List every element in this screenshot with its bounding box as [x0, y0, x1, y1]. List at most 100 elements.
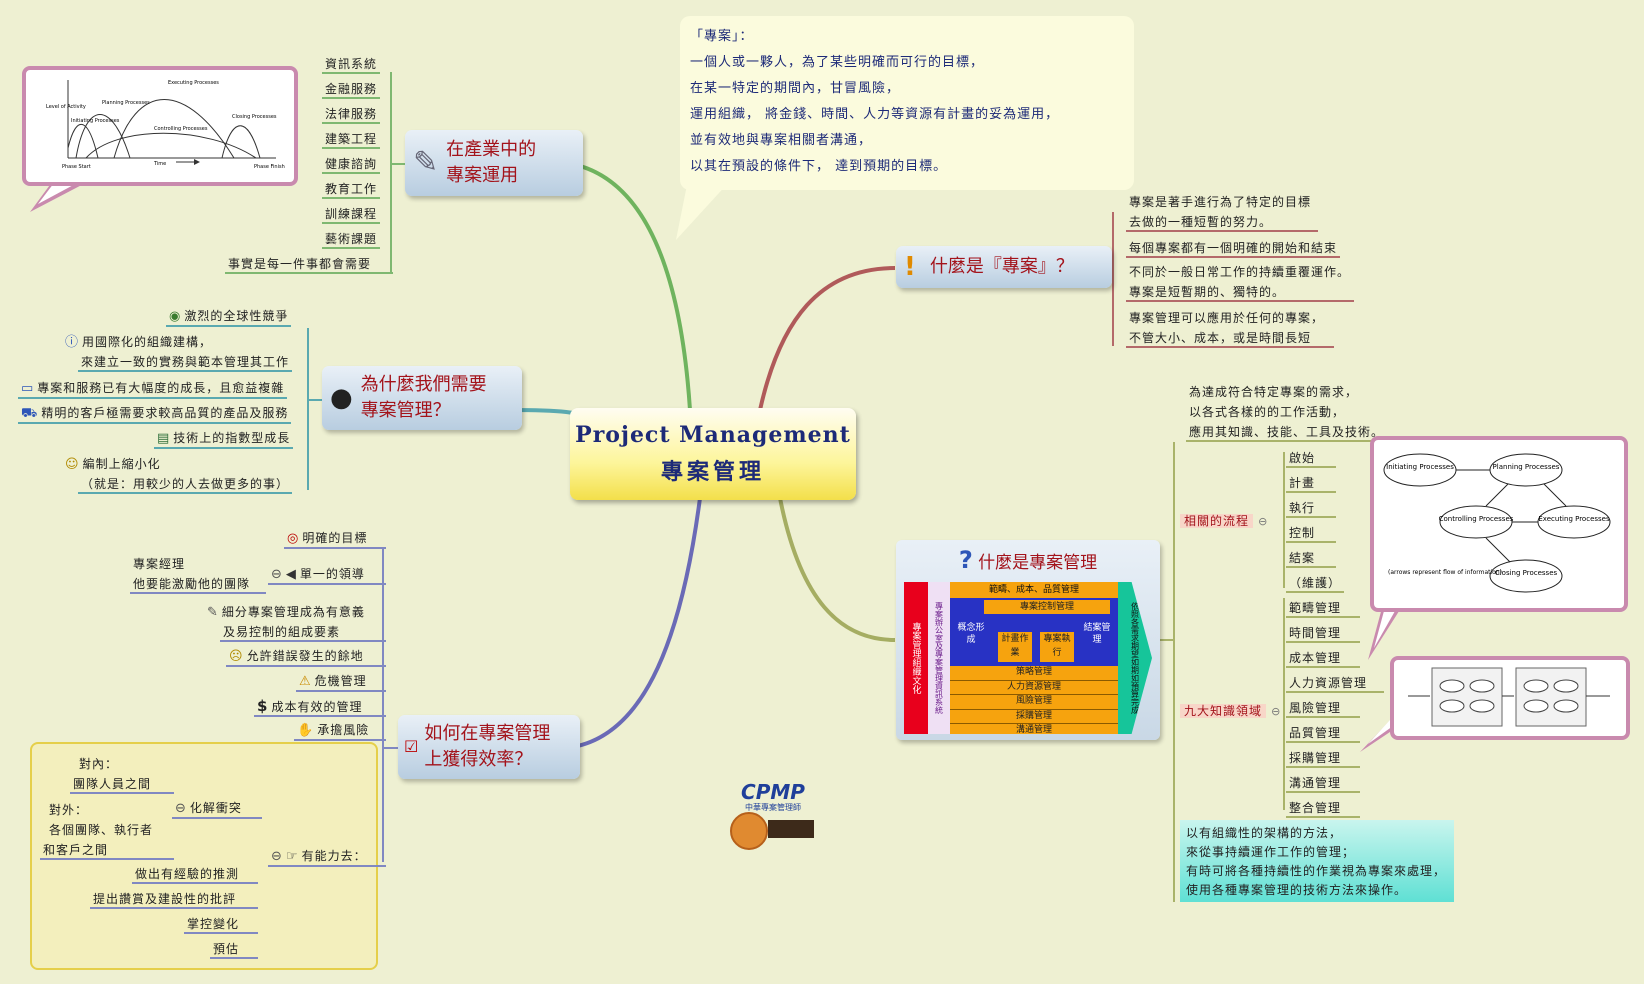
pm-band: 採購管理	[950, 710, 1118, 725]
process-item[interactable]: 結案	[1286, 550, 1336, 568]
checkbox-icon: ☑	[404, 737, 419, 756]
collapse-icon[interactable]: ⊖	[271, 567, 283, 582]
industry-item[interactable]: 事實是每一件事都會需要	[225, 256, 393, 274]
efficiency-item[interactable]: ◎明確的目標	[284, 530, 386, 549]
industry-item[interactable]: 教育工作	[322, 181, 381, 199]
efficiency-item[interactable]: ☹允許錯誤發生的餘地	[226, 648, 386, 667]
pm-office-column: 專案辦公室及專案管理資訊系統	[928, 582, 950, 734]
definition-callout: 「專案」： 一個人或一夥人，為了某些明確而可行的目標， 在某一特定的期間內，甘冒…	[680, 16, 1134, 190]
why-item-text: 用國際化的組織建構，	[82, 335, 213, 349]
process-flow-diagram: Initiating Processes Planning Processes …	[1383, 453, 1611, 593]
knowledge-item[interactable]: 整合管理	[1286, 800, 1360, 818]
process-item[interactable]: 執行	[1286, 500, 1336, 518]
topic-industry[interactable]: ✎ 在產業中的 專案運用	[405, 130, 583, 196]
conflict-node[interactable]: ⊖化解衝突	[172, 800, 262, 819]
industry-item[interactable]: 訓練課程	[322, 206, 381, 224]
why-item[interactable]: ▭專案和服務已有大幅度的成長，且愈益複雜	[18, 380, 288, 399]
why-item-text: 專案和服務已有大幅度的成長，且愈益複雜	[37, 381, 285, 395]
why-item-text: 精明的客戶極需要求較高品質的產品及服務	[41, 406, 289, 420]
why-item[interactable]: （就是：用較少的人去做更多的事）	[78, 476, 293, 494]
efficiency-item-text: 明確的目標	[302, 531, 368, 545]
pm-intro-line: 為達成符合特定專案的需求，	[1189, 385, 1359, 399]
efficiency-item[interactable]: ✎細分專案管理成為有意義	[204, 604, 368, 621]
processes-label: 相關的流程	[1180, 514, 1254, 528]
abilities-node[interactable]: ⊖☞有能力去：	[268, 848, 386, 867]
topic-efficiency[interactable]: ☑ 如何在專案管理 上獲得效率？	[398, 715, 580, 779]
globe-icon: ◉	[169, 309, 182, 324]
central-topic[interactable]: Project Management 專案管理	[570, 408, 856, 500]
knowledge-item[interactable]: 採購管理	[1286, 750, 1360, 768]
pm-control-band: 專案控制管理	[984, 600, 1110, 614]
pm-plan: 計畫作業	[998, 632, 1032, 662]
why-item[interactable]: 來建立一致的實務與範本管理其工作	[78, 354, 293, 372]
why-item[interactable]: ⛟精明的客戶極需要求較高品質的產品及服務	[18, 405, 292, 424]
industry-item[interactable]: 資訊系統	[322, 56, 381, 74]
topic-what-pm[interactable]: ? 什麼是專案管理 專案管理組織文化 專案辦公室及專案管理資訊系統 範疇、成本、…	[896, 540, 1160, 740]
why-item[interactable]: ☺編制上縮小化	[62, 456, 164, 473]
what-project-item: 專案是短暫期的、獨特的。	[1126, 284, 1354, 302]
efficiency-item[interactable]: 及易控制的組成要素	[220, 624, 386, 642]
why-item[interactable]: ◉激烈的全球性競爭	[166, 308, 292, 327]
what-project-item: 不同於一般日常工作的持續重覆運作。	[1129, 265, 1351, 279]
leader-label: 他要能激勵他的團隊	[130, 576, 266, 594]
edit-icon: ✎	[207, 605, 219, 620]
knowledge-item[interactable]: 範疇管理	[1286, 600, 1360, 618]
knowledge-item[interactable]: 人力資源管理	[1286, 675, 1384, 693]
knowledge-item[interactable]: 溝通管理	[1286, 775, 1360, 793]
definition-line: 「專案」：	[690, 29, 754, 44]
chart-label: Time	[153, 161, 166, 167]
definition-line: 並有效地與專案相關者溝通，	[690, 133, 873, 148]
industry-title-line2: 專案運用	[446, 165, 519, 186]
why-item[interactable]: ▤技術上的指數型成長	[154, 430, 294, 449]
conflict-label: 化解衝突	[189, 801, 242, 815]
industry-item[interactable]: 建築工程	[322, 131, 381, 149]
topic-what-project[interactable]: ! 什麼是『專案』？	[896, 246, 1112, 288]
warning-icon: ⚠	[299, 674, 312, 689]
process-item[interactable]: （維護）	[1286, 575, 1344, 593]
definition-line: 以其在預設的條件下， 達到預期的目標。	[690, 159, 948, 174]
why-item-text: 編制上縮小化	[82, 457, 161, 471]
knowledge-item[interactable]: 成本管理	[1286, 650, 1360, 668]
industry-item[interactable]: 法律服務	[322, 106, 381, 124]
topic-why[interactable]: ● 為什麼我們需要 專案管理？	[322, 366, 522, 430]
diagram-node: Closing Processes	[1495, 569, 1558, 577]
industry-item[interactable]: 金融服務	[322, 81, 381, 99]
collapse-icon[interactable]: ⊖	[175, 801, 187, 816]
industry-item[interactable]: 藝術課題	[322, 231, 381, 249]
target-icon: ◎	[287, 531, 300, 546]
efficiency-item-text: 單一的領導	[299, 567, 365, 581]
knowledge-node[interactable]: 九大知識領域 ⊖	[1180, 700, 1280, 720]
diagram-node: Planning Processes	[1493, 463, 1560, 471]
ability-item[interactable]: 預估	[210, 941, 258, 959]
processes-node[interactable]: 相關的流程 ⊖	[1180, 510, 1267, 530]
knowledge-item[interactable]: 時間管理	[1286, 625, 1360, 643]
efficiency-item[interactable]: $成本有效的管理	[254, 698, 386, 717]
info-icon: ⓘ	[65, 335, 80, 350]
ability-item[interactable]: 掌控變化	[184, 916, 258, 934]
pm-summary: 以有組織性的架構的方法， 來從事持續運作工作的管理； 有時可將各種持續性的作業視…	[1180, 820, 1454, 902]
process-item[interactable]: 計畫	[1286, 475, 1336, 493]
definition-line: 運用組織， 將金錢、時間、人力等資源有計畫的妥為運用，	[690, 107, 1060, 122]
efficiency-item[interactable]: ✋承擔風險	[294, 722, 386, 741]
abilities-label: 有能力去：	[301, 849, 367, 863]
knowledge-item[interactable]: 品質管理	[1286, 725, 1360, 743]
collapse-icon[interactable]: ⊖	[1258, 515, 1268, 528]
ability-item[interactable]: 提出讚賞及建設性的批評	[90, 891, 258, 909]
collapse-icon[interactable]: ⊖	[271, 849, 283, 864]
process-item[interactable]: 啟始	[1286, 450, 1336, 468]
chart-icon: ▤	[157, 431, 171, 446]
pm-close: 結案管理	[1083, 623, 1111, 645]
pm-band: 人力資源管理	[950, 681, 1118, 696]
efficiency-item[interactable]: ⊖◀單一的領導	[268, 566, 386, 585]
collapse-icon[interactable]: ⊖	[1271, 705, 1281, 718]
industry-item[interactable]: 健康諮詢	[322, 156, 381, 174]
summary-line: 使用各種專案管理的技術方法來操作。	[1186, 883, 1408, 897]
process-item[interactable]: 控制	[1286, 525, 1336, 543]
knowledge-item[interactable]: 風險管理	[1286, 700, 1360, 718]
lifecycle-chart: Level of Activity Initiating Processes P…	[46, 80, 285, 170]
logo-subtext: 中華專案管理師	[745, 803, 801, 812]
efficiency-item[interactable]: ⚠危機管理	[296, 673, 386, 692]
ability-item[interactable]: 做出有經驗的推測	[132, 866, 258, 884]
pm-scope-band: 範疇、成本、品質管理	[950, 582, 1118, 598]
